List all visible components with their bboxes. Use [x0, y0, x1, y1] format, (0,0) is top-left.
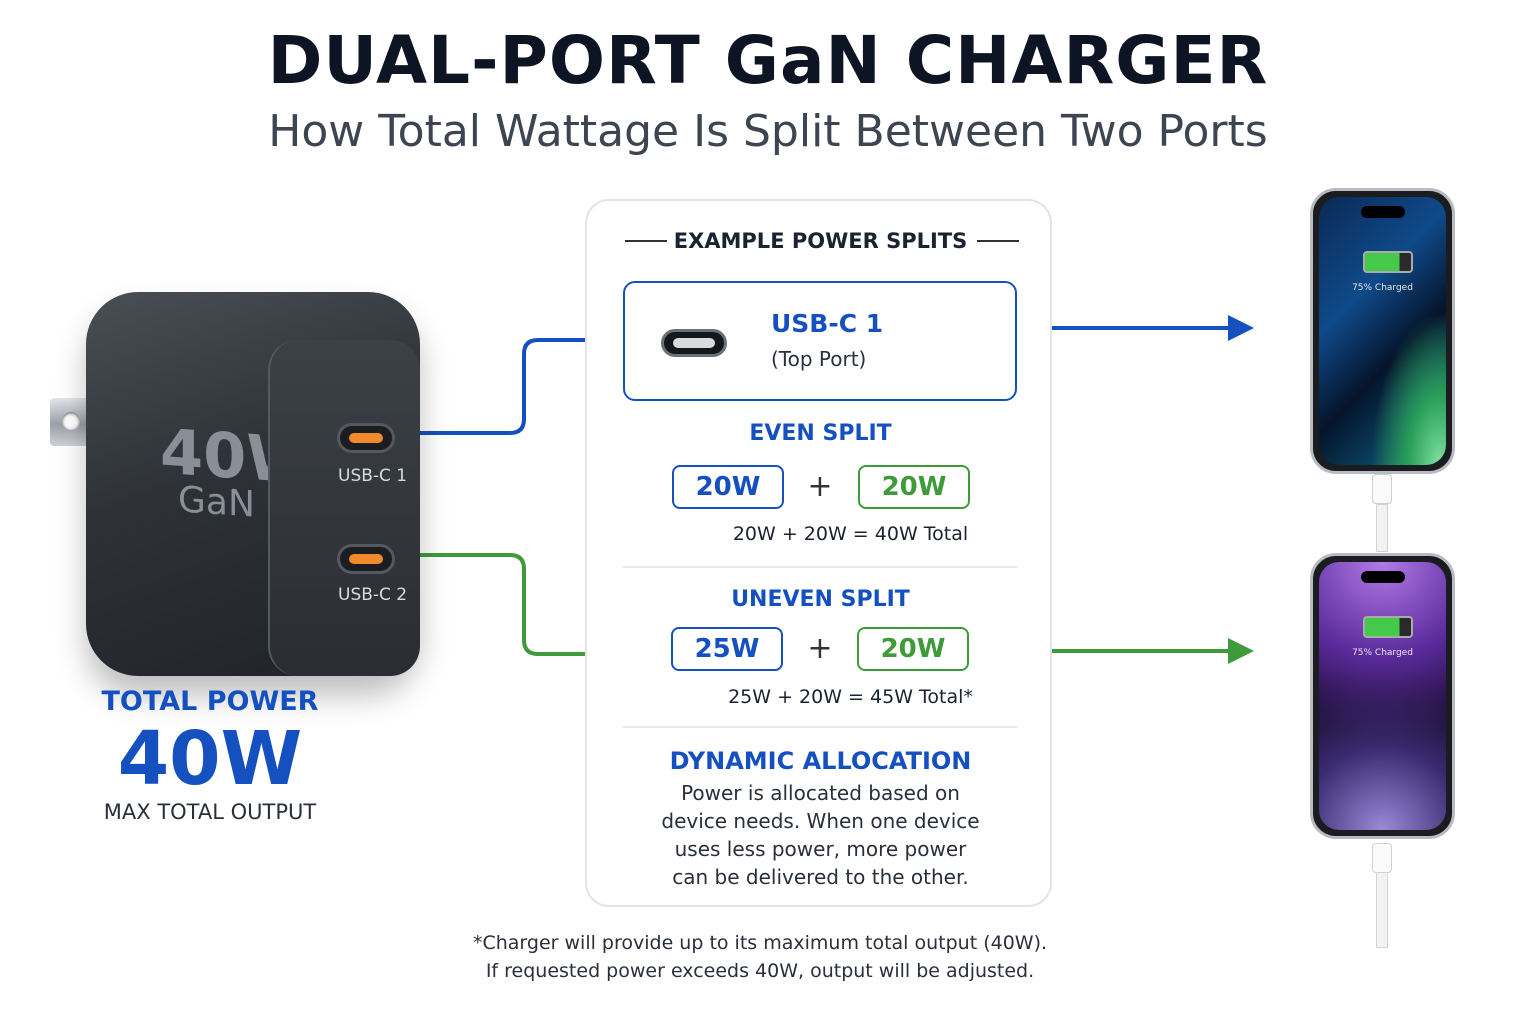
divider-1 — [623, 566, 1017, 568]
even-split-port1-value: 20W — [672, 465, 784, 509]
phone2-arrowhead — [1228, 638, 1254, 664]
card-header: EXAMPLE POWER SPLITS — [673, 229, 968, 253]
even-split-equation: 20W + 20W = 40W Total — [732, 523, 969, 545]
usb-c-port-2-label: USB-C 2 — [338, 585, 408, 605]
usb-c-port-1 — [337, 423, 395, 453]
port1-to-card-arrow — [408, 338, 596, 435]
divider-2 — [623, 726, 1017, 728]
total-power-value: 40W — [117, 716, 303, 802]
total-power-label: TOTAL POWER — [101, 686, 319, 717]
even-split-title: EVEN SPLIT — [749, 421, 892, 446]
uneven-split-port2-value: 20W — [857, 627, 969, 671]
footnote-line-2: If requested power exceeds 40W, output w… — [485, 960, 1035, 982]
phone-2-cable-plug — [1372, 843, 1392, 873]
battery-icon — [1363, 616, 1413, 638]
phone-2-dynamic-island — [1361, 571, 1405, 583]
usb-c1-name: USB-C 1 — [771, 309, 884, 338]
page-subtitle: How Total Wattage Is Split Between Two P… — [268, 106, 1268, 157]
charger-port-face — [268, 340, 420, 676]
charger-illustration: 40W GaN USB-C 1 USB-C 2 — [40, 280, 440, 690]
dynamic-line-4: can be delivered to the other. — [672, 865, 969, 889]
phone-1-dynamic-island — [1361, 206, 1405, 218]
even-split-plus: + — [807, 469, 833, 504]
uneven-split-equation: 25W + 20W = 45W Total* — [728, 686, 973, 708]
phone1-arrowhead — [1228, 315, 1254, 341]
dynamic-allocation-title: DYNAMIC ALLOCATION — [669, 747, 972, 775]
phone-1: 75% Charged — [1310, 188, 1455, 474]
page-title: DUAL-PORT GaN CHARGER — [267, 22, 1269, 99]
dynamic-allocation-body: Power is allocated based on device needs… — [627, 779, 1014, 891]
total-power-sub: MAX TOTAL OUTPUT — [103, 800, 317, 824]
even-split-port2-value: 20W — [858, 465, 970, 509]
phone-1-screen: 75% Charged — [1319, 197, 1446, 465]
port2-to-card-arrow — [408, 553, 596, 656]
dynamic-line-3: uses less power, more power — [674, 837, 967, 861]
usb-c-port-icon — [661, 329, 727, 357]
phone-1-charge-status: 75% Charged — [1352, 283, 1413, 293]
header-rule-left — [625, 240, 667, 242]
usb-c-port-1-label: USB-C 1 — [338, 466, 408, 486]
phone-1-cable — [1376, 504, 1388, 552]
usb-c1-sub: (Top Port) — [771, 347, 867, 371]
footnote-line-1: *Charger will provide up to its maximum … — [472, 932, 1048, 954]
phone-2-cable — [1376, 872, 1388, 948]
dynamic-line-2: device needs. When one device — [661, 809, 980, 833]
uneven-split-plus: + — [807, 631, 833, 666]
charger-gan-mark: GaN — [178, 479, 255, 526]
uneven-split-port1-value: 25W — [671, 627, 783, 671]
phone-2-screen: 75% Charged — [1319, 562, 1446, 830]
power-splits-card: EXAMPLE POWER SPLITS USB-C 1 (Top Port) … — [585, 199, 1052, 907]
phone-1-cable-plug — [1372, 474, 1392, 504]
usb-c-port-2 — [337, 544, 395, 574]
phone-2: 75% Charged — [1310, 553, 1455, 839]
header-rule-right — [977, 240, 1019, 242]
uneven-split-title: UNEVEN SPLIT — [731, 587, 910, 612]
phone-2-charge-status: 75% Charged — [1352, 648, 1413, 658]
dynamic-line-1: Power is allocated based on — [681, 781, 960, 805]
battery-icon — [1363, 251, 1413, 273]
usb-c1-box: USB-C 1 (Top Port) — [623, 281, 1017, 401]
